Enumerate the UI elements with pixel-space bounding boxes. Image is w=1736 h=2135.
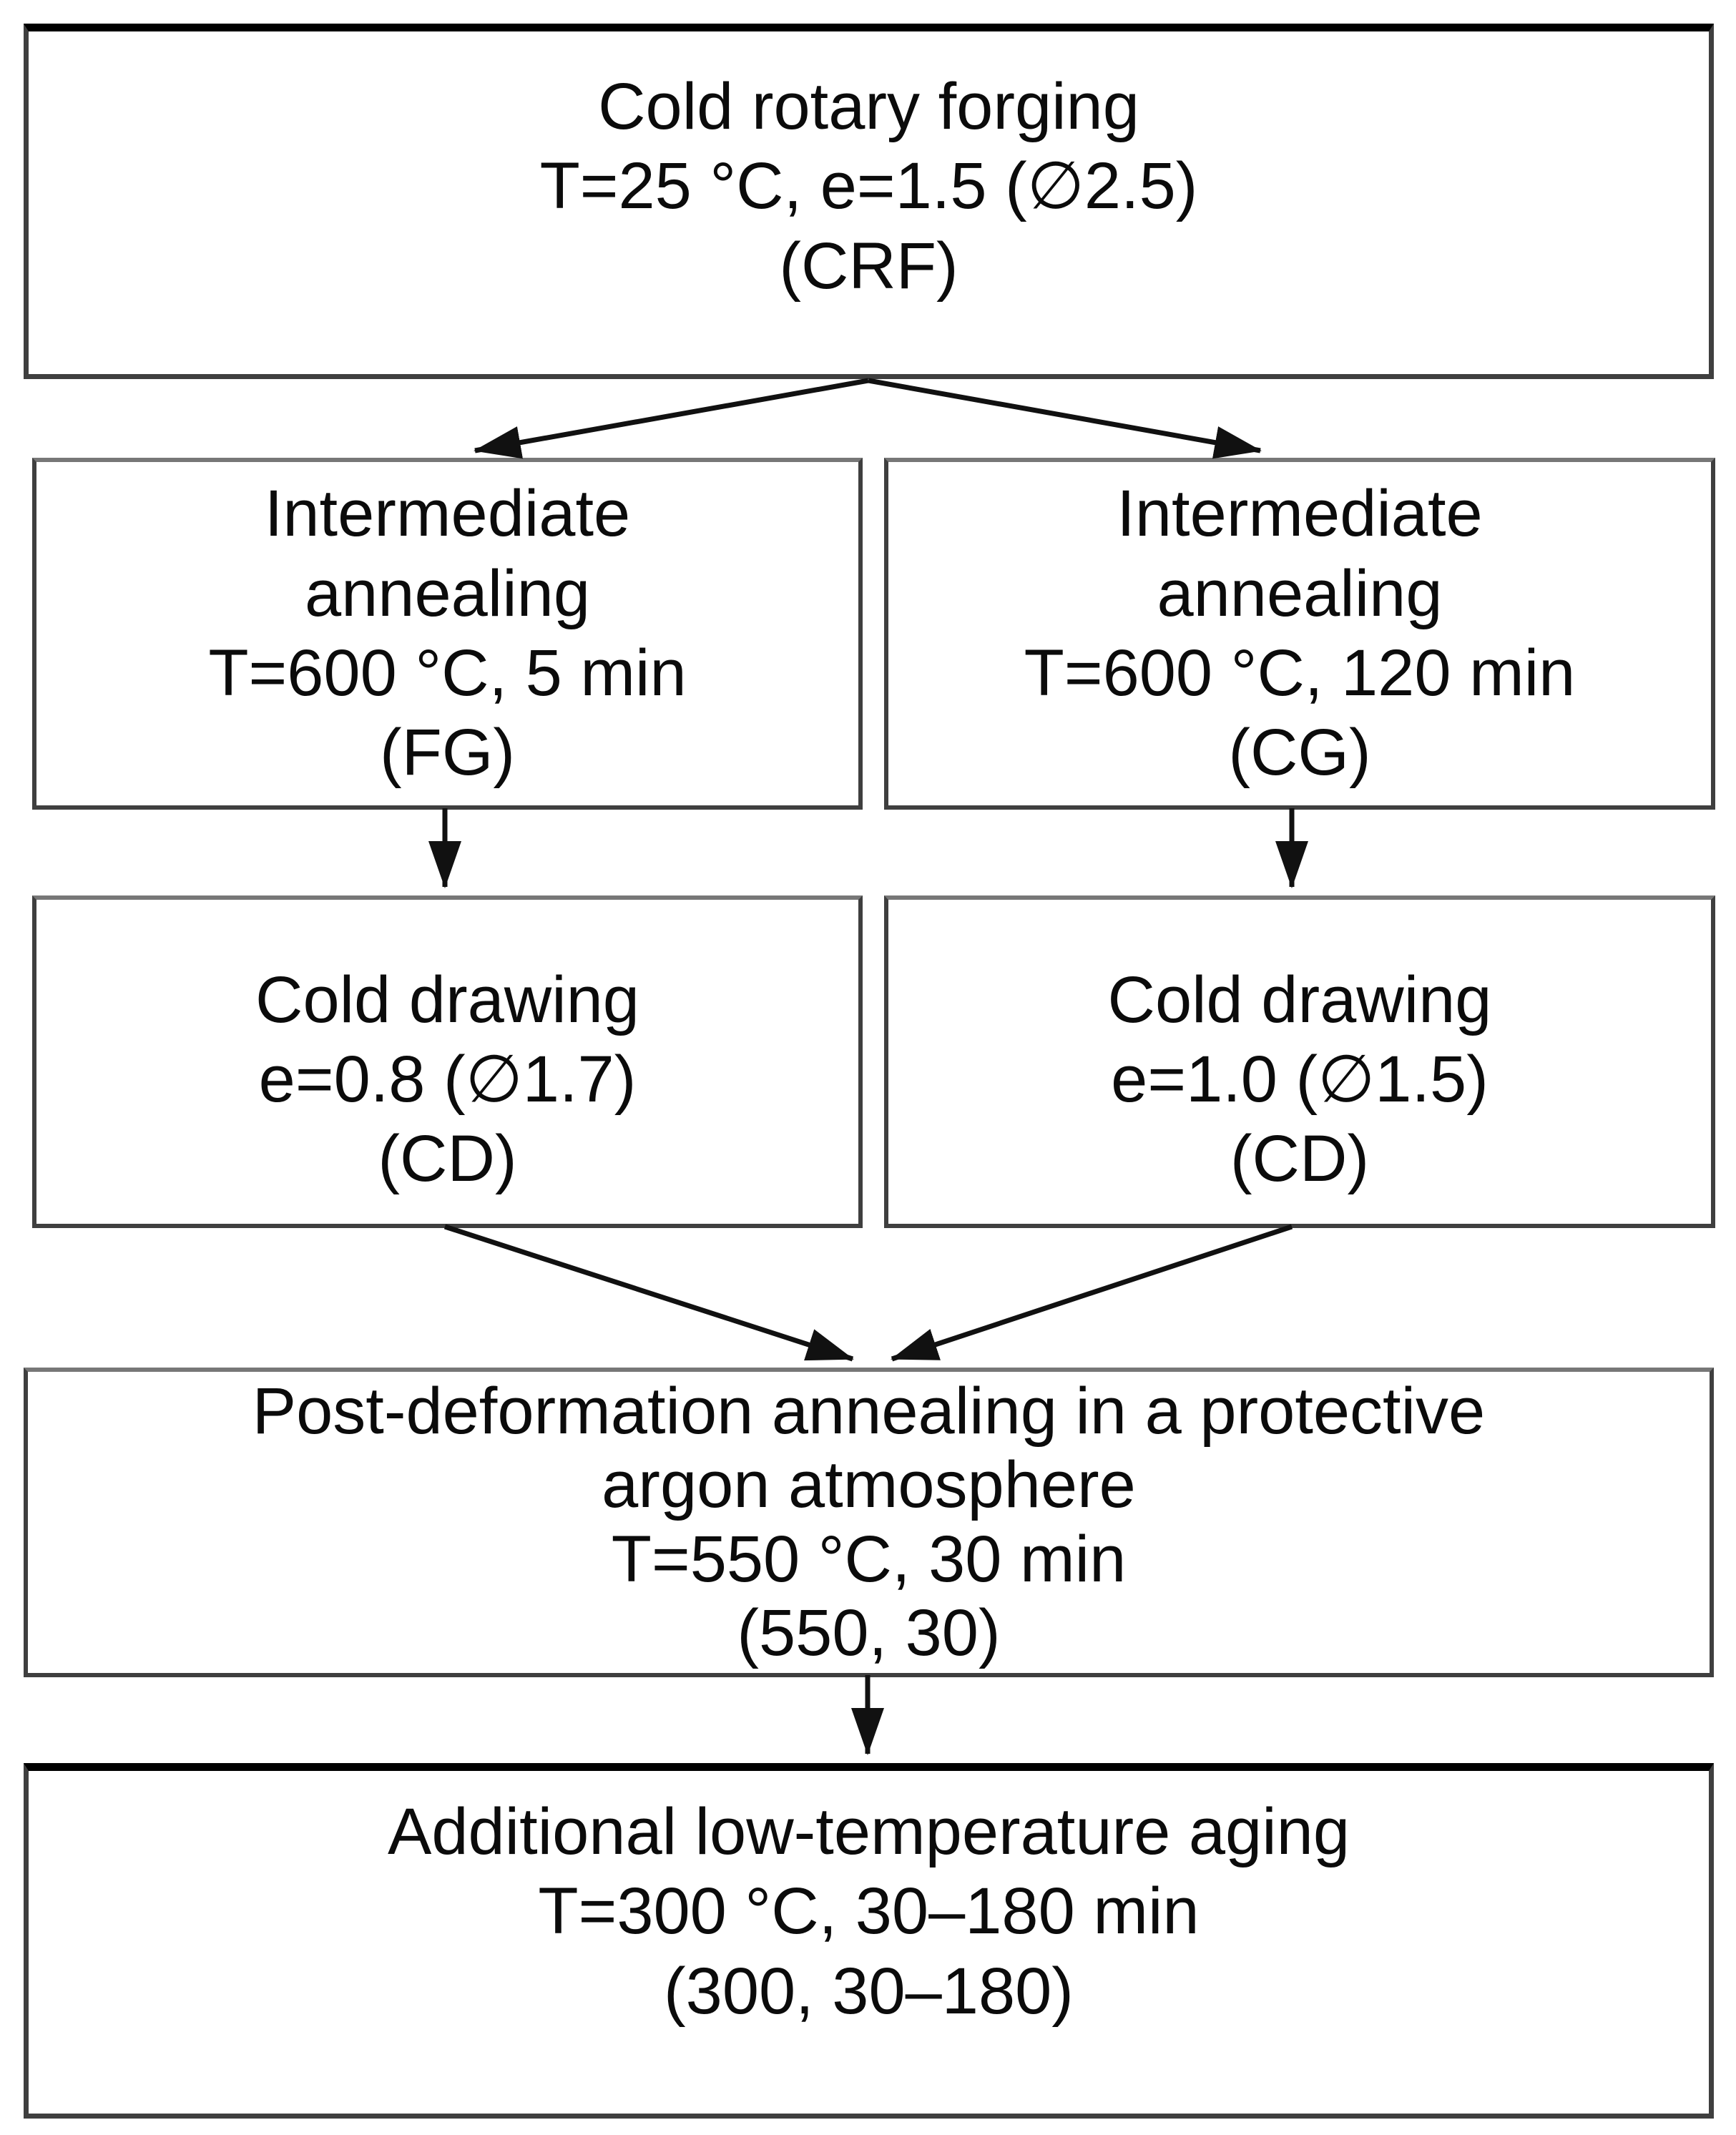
flow-box-cold-rotary-forging: Cold rotary forging T=25 °C, e=1.5 (∅2.5… [24,24,1714,379]
flow-box-intermediate-annealing-cg: Intermediate annealing T=600 °C, 120 min… [884,458,1715,810]
box-line: Cold drawing [1107,963,1492,1036]
merge-arrow-right [891,1224,1293,1362]
branch-arrow-left [474,378,869,459]
box-line: Cold rotary forging [598,70,1139,144]
box-line: Intermediate [264,477,631,551]
box-line: T=25 °C, e=1.5 (∅2.5) [539,149,1198,223]
box-line: (CD) [378,1122,517,1196]
box-line: (CRF) [779,229,958,303]
merge-arrow-left [443,1224,854,1362]
flow-box-post-deformation-annealing: Post-deformation annealing in a protecti… [24,1368,1714,1677]
branch-arrow-right [868,378,1262,459]
box-line: (FG) [379,716,516,790]
box-line: T=600 °C, 120 min [1024,637,1576,710]
box-line: e=0.8 (∅1.7) [258,1042,637,1116]
flow-box-cold-drawing-left: Cold drawing e=0.8 (∅1.7) (CD) [32,895,863,1228]
box-line: e=1.0 (∅1.5) [1111,1042,1489,1116]
box-line: Intermediate [1117,477,1483,551]
box-line: T=600 °C, 5 min [208,637,687,710]
box-line: Cold drawing [255,963,639,1036]
box-line: T=300 °C, 30–180 min [538,1875,1200,1948]
box-line: annealing [1157,556,1443,630]
flow-box-intermediate-annealing-fg: Intermediate annealing T=600 °C, 5 min (… [32,458,863,810]
box-line: (550, 30) [737,1596,1001,1669]
flow-box-additional-aging: Additional low-temperature aging T=300 °… [24,1763,1714,2119]
box-line: Additional low-temperature aging [387,1795,1350,1869]
box-line: (300, 30–180) [664,1954,1074,2028]
box-line: Post-deformation annealing in a protecti… [252,1375,1486,1448]
box-line: T=550 °C, 30 min [611,1522,1127,1596]
box-line: (CG) [1228,716,1371,790]
box-line: argon atmosphere [602,1448,1136,1522]
box-line: (CD) [1230,1122,1370,1196]
flow-box-cold-drawing-right: Cold drawing e=1.0 (∅1.5) (CD) [884,895,1715,1228]
box-line: annealing [304,556,591,630]
